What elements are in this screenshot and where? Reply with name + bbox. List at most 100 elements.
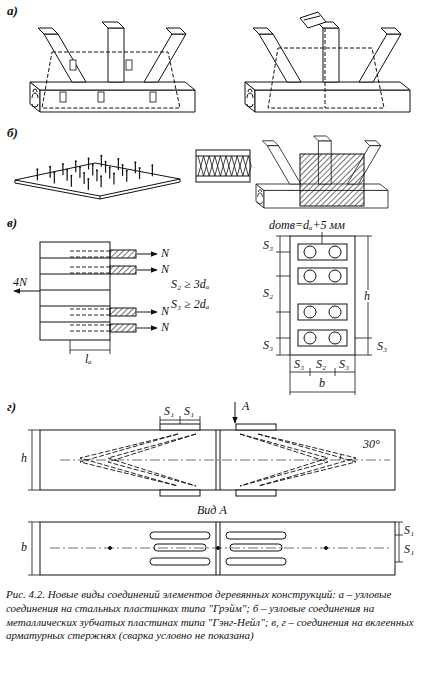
truss-node-gang-nail (256, 136, 388, 208)
diagonal-rod (80, 434, 178, 486)
dimension-line (395, 535, 403, 536)
plate-spike (88, 157, 90, 159)
section-with-holes (304, 270, 316, 282)
view-a-plan (150, 558, 210, 565)
plate-spike (83, 172, 85, 174)
dimension-label: S₁ (163, 405, 175, 417)
truss-node-graym-left (70, 60, 76, 70)
truss-node-graym-left (42, 52, 180, 108)
plate-spike (113, 174, 114, 185)
dimension-line (280, 236, 281, 355)
truss-node-gang-nail (256, 136, 388, 208)
section-with-holes (329, 246, 341, 258)
section-with-holes (298, 330, 347, 346)
dimension-line (28, 522, 40, 523)
dimension-line (276, 338, 290, 339)
panel-letter: г) (6, 400, 17, 413)
dimension-line (399, 522, 400, 562)
glued-rod (137, 328, 157, 329)
length-label: lₐ (84, 353, 93, 365)
view-a-plan (226, 558, 286, 565)
force-label: N (160, 247, 170, 259)
toothed-plate (100, 196, 101, 199)
plate-spike (84, 173, 85, 184)
glued-rod (70, 273, 110, 274)
dimension-label: S₃ (262, 339, 274, 351)
dimension-line (28, 490, 40, 491)
force-label: N (160, 305, 170, 317)
glued-rod (70, 315, 110, 316)
plate-spike (49, 166, 51, 168)
diagonal-rod (108, 434, 196, 486)
spliced-beam-elevation (40, 424, 395, 496)
dimension-line (290, 372, 355, 373)
plate-spike (135, 162, 136, 173)
view-a-plan (40, 522, 395, 575)
section-with-holes (304, 306, 316, 318)
diagonal-rod (80, 434, 178, 486)
dimension-line (355, 236, 372, 237)
glued-rod (70, 250, 157, 332)
view-arrow-label: A (241, 400, 250, 412)
plate-spike (152, 165, 153, 176)
formula: S₃ ≥ 2dₐ (170, 298, 210, 310)
section-with-holes (298, 268, 347, 284)
dimension-line (395, 562, 403, 563)
spliced-beam-elevation (160, 424, 200, 430)
view-arrow (235, 402, 236, 423)
truss-node-graym-right (268, 48, 384, 108)
glued-rod (110, 250, 136, 258)
plate-spike (151, 164, 153, 166)
plate-spike (101, 156, 102, 167)
dimension-line (335, 368, 336, 376)
dimension-label: b (20, 541, 28, 553)
toothed-plate (15, 163, 180, 196)
laminated-block (40, 306, 110, 307)
plate-spike (100, 175, 102, 177)
plate-spike (75, 161, 76, 172)
plate-spike (62, 164, 63, 175)
laminated-block (40, 242, 110, 340)
dimension-label: S₁ (403, 524, 415, 536)
force-label: 4N (12, 276, 28, 288)
force-label: N (160, 321, 170, 333)
plate-spike (67, 170, 68, 181)
spliced-beam-elevation (216, 430, 217, 490)
view-a-plan (154, 544, 206, 551)
plate-spike (87, 178, 89, 180)
plate-spike (118, 159, 119, 170)
spliced-beam-elevation (236, 424, 276, 430)
dimension-line (290, 392, 355, 393)
dimension-line (28, 430, 40, 431)
plate-spike (122, 164, 124, 166)
diagonal-rod (80, 434, 356, 486)
plate-spike (105, 162, 106, 173)
panel-letter: б) (6, 126, 19, 139)
glued-rod (110, 324, 136, 332)
dimension-label: S₁ (183, 405, 195, 417)
dimension-line (32, 430, 33, 490)
plate-spike (36, 155, 153, 190)
dimension-line (276, 252, 290, 253)
section-with-holes (329, 270, 341, 282)
section-with-holes (290, 236, 355, 355)
plate-spike (96, 169, 98, 171)
plate-spike (50, 167, 51, 178)
dimension-line (28, 416, 200, 490)
spliced-beam-elevation (220, 430, 221, 490)
dimension-line (276, 236, 372, 395)
plate-spike (88, 179, 89, 190)
dimension-label: b (318, 377, 326, 389)
section-with-holes (322, 232, 323, 244)
spliced-beam-elevation (60, 460, 390, 461)
hole-formula: dотв=dₐ+5 мм (268, 219, 346, 231)
view-a-plan (226, 532, 286, 539)
laminated-block (40, 322, 110, 323)
diagonal-rod (258, 434, 356, 486)
section-with-holes (304, 246, 316, 258)
glued-rod (70, 257, 110, 258)
spliced-beam-elevation (236, 490, 276, 496)
plate-spike (96, 170, 97, 181)
diagonal-rod (108, 434, 196, 486)
dimension-line (32, 522, 33, 575)
